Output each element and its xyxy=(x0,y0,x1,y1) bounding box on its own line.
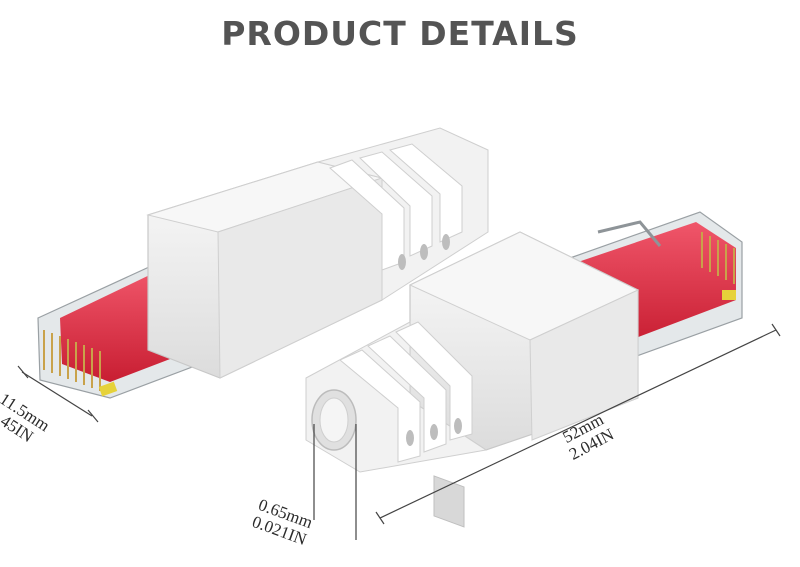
left-connector xyxy=(37,127,489,399)
dimension-lines xyxy=(17,323,781,540)
right-connector xyxy=(305,211,743,528)
page-title: PRODUCT DETAILS xyxy=(221,14,579,53)
